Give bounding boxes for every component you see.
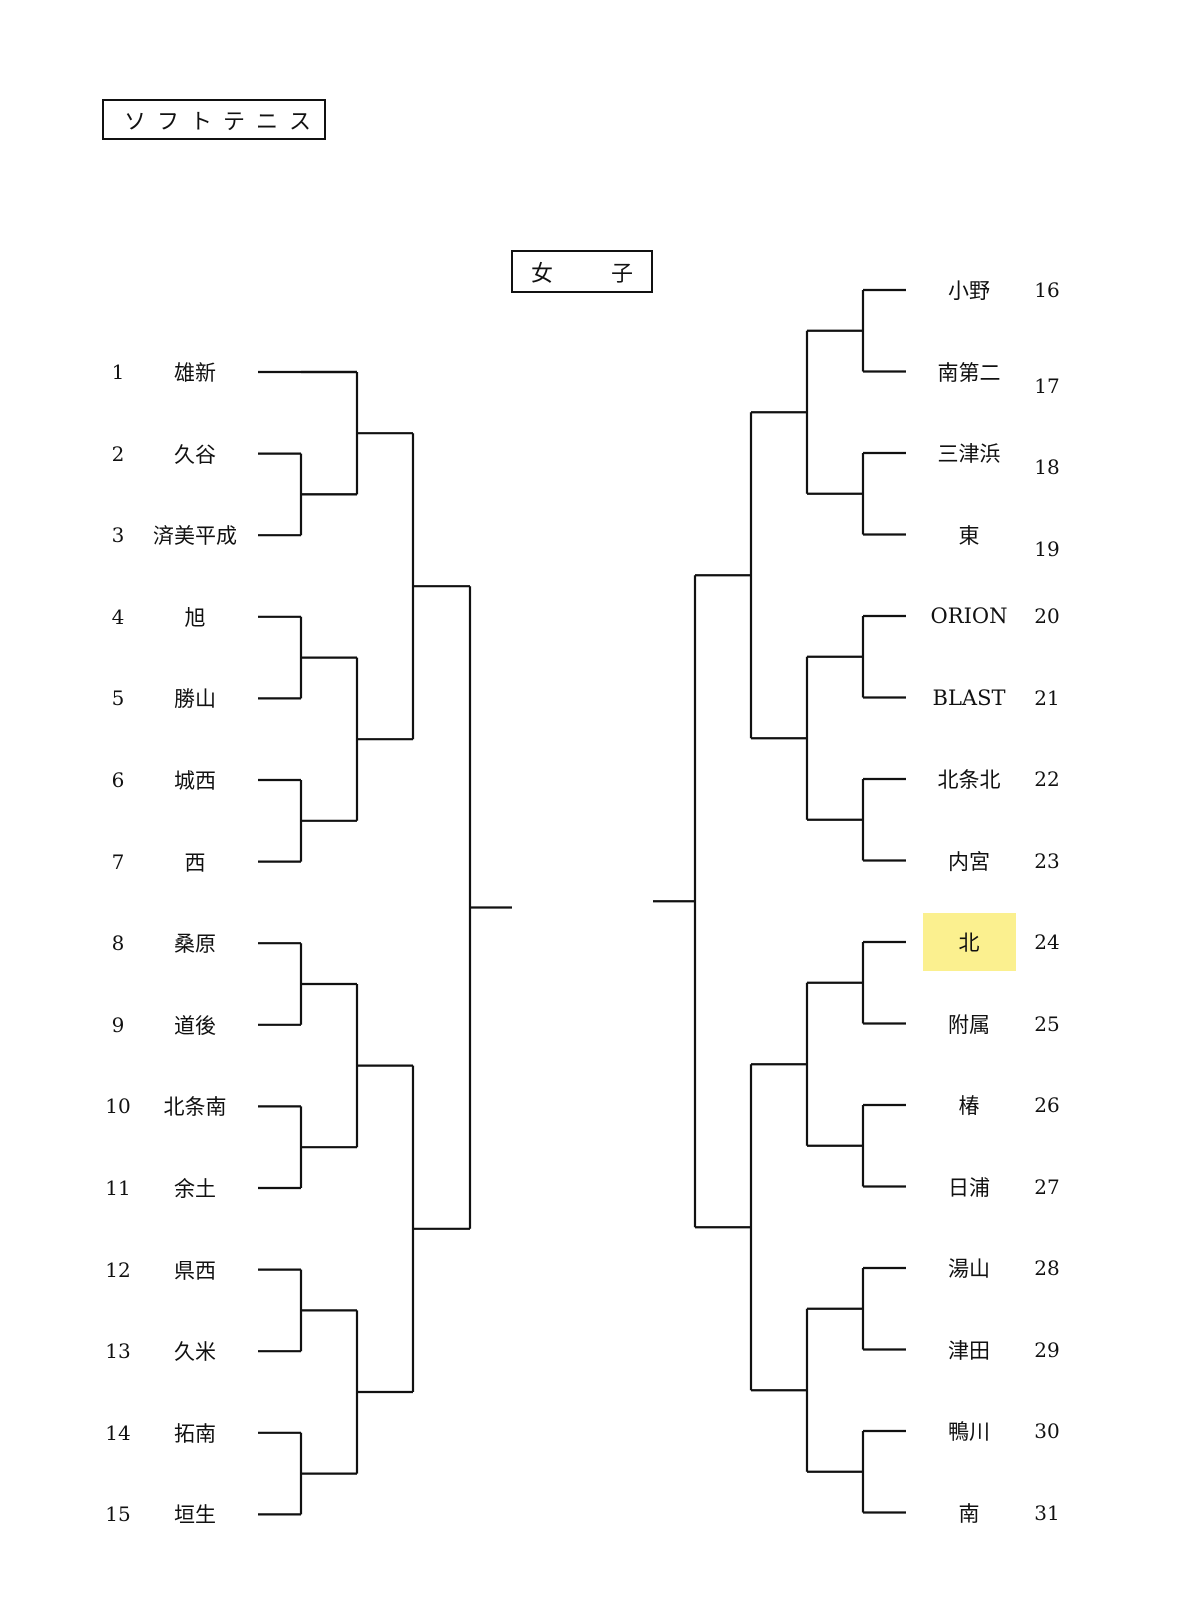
seed-number: 26: [1034, 1093, 1060, 1117]
seed-number: 23: [1034, 848, 1060, 873]
team-name: 東: [958, 523, 980, 548]
seed-number: 24: [1034, 930, 1060, 954]
seed-number: 1: [111, 360, 125, 384]
team-name: 済美平成: [153, 524, 237, 549]
seed-number: 17: [1034, 373, 1060, 398]
team-name: 附属: [948, 1012, 990, 1037]
division-label-right: 子: [610, 261, 633, 287]
seed-number: 14: [105, 1420, 131, 1445]
team-name: 旭: [184, 605, 206, 630]
team-name: 余土: [174, 1177, 216, 1201]
team-name: 久米: [174, 1340, 216, 1365]
seed-number: 28: [1034, 1256, 1060, 1280]
team-name: 北条南: [163, 1095, 227, 1120]
seed-number: 8: [111, 931, 125, 956]
seed-number: 22: [1034, 767, 1060, 791]
seed-number: 27: [1034, 1174, 1060, 1199]
division-label-left: 女: [531, 261, 554, 287]
team-name: 椿: [958, 1094, 980, 1118]
team-name: 桑原: [174, 932, 216, 957]
seed-number: 25: [1034, 1011, 1060, 1036]
team-name: 小野: [948, 279, 990, 303]
seed-number: 6: [111, 768, 125, 792]
seed-number: 13: [105, 1339, 131, 1364]
seed-number: 18: [1034, 455, 1060, 479]
team-name: 日浦: [948, 1175, 990, 1200]
team-name: 雄新: [174, 361, 216, 385]
team-name: 久谷: [174, 442, 216, 467]
team-name: 北: [958, 931, 980, 955]
seed-number: 12: [105, 1257, 131, 1282]
seed-number: 19: [1034, 536, 1060, 561]
team-name: 勝山: [174, 687, 216, 712]
team-highlight: [923, 913, 1016, 971]
seed-number: 29: [1034, 1337, 1060, 1362]
sport-title: ソフトテニス: [102, 99, 326, 140]
seed-number: 7: [111, 849, 125, 874]
seed-number: 21: [1034, 685, 1060, 710]
seed-number: 30: [1034, 1419, 1060, 1443]
seed-number: 31: [1034, 1500, 1060, 1525]
team-name: 拓南: [174, 1421, 216, 1446]
seed-number: 3: [111, 523, 125, 548]
team-name: 内宮: [948, 849, 990, 874]
seed-number: 20: [1034, 604, 1060, 628]
team-name: 城西: [174, 769, 216, 793]
division-label: 女 子: [511, 250, 653, 293]
seed-number: 4: [111, 604, 125, 629]
team-name: 津田: [948, 1338, 990, 1363]
seed-number: 9: [111, 1012, 125, 1037]
team-name: 南第二: [937, 360, 1001, 385]
team-name: 垣生: [174, 1503, 216, 1528]
seed-number: 10: [105, 1094, 131, 1119]
team-name: 道後: [174, 1013, 216, 1038]
team-name: 三津浜: [937, 442, 1001, 466]
team-name: ORION: [930, 604, 1008, 628]
team-name: 北条北: [937, 768, 1001, 792]
team-name: 県西: [174, 1258, 216, 1283]
seed-number: 5: [111, 686, 125, 711]
seed-number: 2: [111, 441, 125, 466]
team-name: 西: [184, 850, 206, 875]
team-name: 南: [958, 1501, 980, 1526]
team-name: 湯山: [948, 1257, 990, 1281]
team-name: BLAST: [932, 685, 1006, 710]
seed-number: 15: [105, 1502, 131, 1527]
seed-number: 16: [1034, 278, 1060, 302]
seed-number: 11: [105, 1176, 131, 1200]
team-name: 鴨川: [948, 1420, 990, 1444]
